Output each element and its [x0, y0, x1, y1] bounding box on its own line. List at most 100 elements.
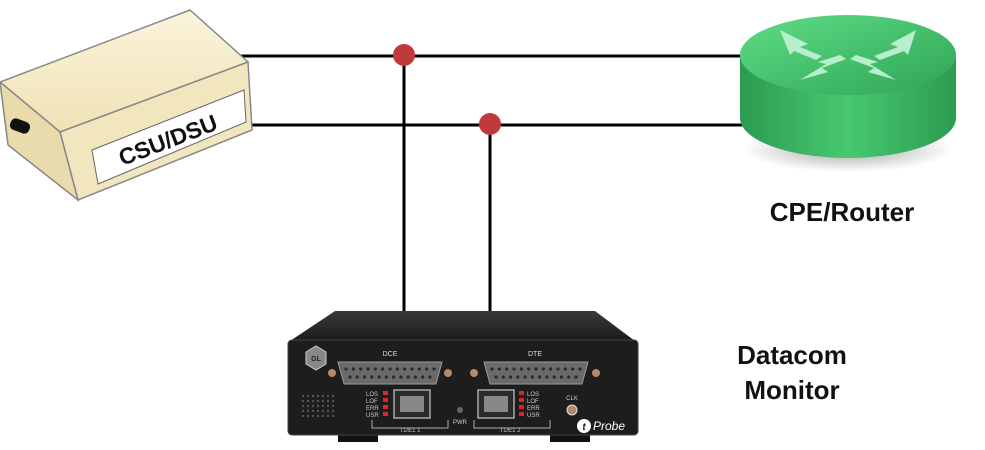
connector-pin	[490, 367, 494, 371]
grille-hole	[326, 394, 330, 398]
grille-hole	[311, 399, 315, 403]
gl-badge-icon	[305, 345, 327, 371]
dte-screw-right	[592, 369, 600, 377]
gl-badge-text: GL	[311, 356, 321, 363]
dce-pins	[344, 367, 436, 379]
connector-pin	[399, 375, 403, 379]
connector-pin	[425, 367, 429, 371]
grille-hole	[321, 414, 325, 418]
connector-pin	[527, 367, 531, 371]
csu-dsu-device: CSU/DSU	[0, 9, 253, 202]
grille-hole	[326, 399, 330, 403]
connector-pin	[571, 367, 575, 371]
connector-pin	[366, 367, 370, 371]
port2-led-label: LOS	[527, 392, 539, 398]
grille-hole	[301, 399, 305, 403]
grille-hole	[331, 414, 335, 418]
connector-pin	[428, 375, 432, 379]
grille-hole	[301, 414, 305, 418]
port2-bracket	[473, 420, 551, 429]
connector-pin	[351, 367, 355, 371]
connector-pin	[559, 375, 564, 379]
dce-connector	[337, 361, 443, 385]
connector-pin	[377, 375, 381, 379]
grille-hole	[331, 394, 335, 398]
connector-pin	[373, 367, 377, 371]
grille-hole	[311, 404, 315, 408]
port2-led-label: LOF	[527, 399, 539, 405]
tap-point-2	[479, 113, 501, 135]
connector-pin	[403, 367, 407, 371]
grille-hole	[316, 414, 320, 418]
connection-lines	[240, 44, 745, 312]
grille-hole	[311, 409, 315, 413]
connector-pin	[505, 367, 509, 371]
grille-hole	[321, 404, 325, 408]
connector-pin	[497, 367, 501, 371]
dce-screw-left	[328, 369, 336, 377]
grille-hole	[321, 394, 325, 398]
dte-screw-left	[470, 369, 478, 377]
grille-hole	[311, 414, 315, 418]
grille-hole	[321, 399, 325, 403]
connector-pin	[512, 367, 516, 371]
connector-pin	[355, 375, 359, 379]
router-top	[740, 15, 956, 95]
router-arrows-icon	[780, 30, 916, 80]
connector-pin	[381, 367, 385, 371]
csu-port-icon	[9, 118, 31, 134]
connector-pin	[578, 367, 582, 371]
connector-pin	[388, 367, 392, 371]
connector-pin	[413, 375, 418, 379]
grille-hole	[311, 394, 315, 398]
grille-hole	[306, 409, 310, 413]
grille-hole	[306, 394, 310, 398]
port1-leds	[383, 391, 388, 416]
pwr-label: PWR	[453, 420, 468, 426]
grille-hole	[331, 409, 335, 413]
connector-pin	[538, 375, 542, 379]
port1-rj45-inner	[400, 396, 424, 412]
monitor-top-face	[290, 311, 635, 341]
port1-led-label: USR	[366, 413, 379, 419]
port1-led-label: LOF	[366, 399, 378, 405]
port1-led-labels: LOS LOF ERR USR	[366, 392, 379, 419]
clk-label: CLK	[566, 396, 578, 402]
router-label: CPE/Router	[770, 197, 914, 227]
connector-pin	[501, 375, 505, 379]
port-dce-label: DCE	[383, 351, 398, 358]
dce-screw-right	[444, 369, 452, 377]
connector-pin	[344, 367, 348, 371]
grille-hole	[306, 414, 310, 418]
connector-pin	[567, 375, 571, 379]
port2-label: T1/E1 2	[499, 428, 521, 434]
port1-bracket	[371, 420, 449, 429]
port2-rj45-inner	[484, 396, 508, 412]
connector-pin	[523, 375, 527, 379]
port2-led-label: ERR	[527, 406, 540, 412]
monitor-device: GL DCE DTE LOS LOF ERR USR T1/E1	[287, 311, 639, 442]
grille-hole	[331, 404, 335, 408]
connector-pin	[362, 375, 367, 379]
grille-hole	[321, 409, 325, 413]
grille-hole	[301, 404, 305, 408]
connector-pin	[534, 367, 538, 371]
connector-pin	[432, 367, 436, 371]
router-device: CPE/Router	[740, 15, 956, 227]
connector-pin	[516, 375, 520, 379]
csu-label-plate	[91, 89, 247, 185]
grille-hole	[301, 394, 305, 398]
grille-hole	[326, 404, 330, 408]
port-dte-label: DTE	[528, 351, 542, 358]
port2-led-labels: LOS LOF ERR USR	[527, 392, 540, 419]
pwr-led	[457, 407, 463, 413]
port2-led-label: USR	[527, 413, 540, 419]
grille-hole	[316, 399, 320, 403]
connector-pin	[392, 375, 396, 379]
tap-point-1	[393, 44, 415, 66]
connector-pin	[556, 367, 560, 371]
connector-pin	[563, 367, 567, 371]
connector-pin	[545, 375, 549, 379]
monitor-label-line1: Datacom	[737, 340, 847, 370]
